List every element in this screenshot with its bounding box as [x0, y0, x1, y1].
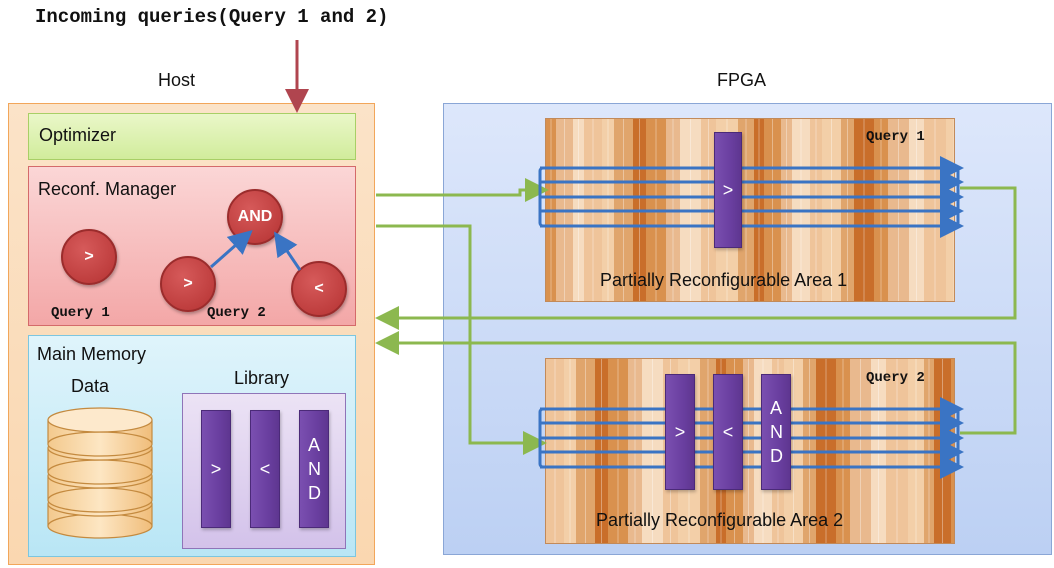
- optimizer-box: Optimizer: [28, 113, 356, 160]
- query2-gt-node: >: [160, 256, 216, 312]
- tree-edge-gt-to-and: [210, 230, 253, 269]
- tree-edge-lt-to-and: [273, 231, 302, 271]
- library-box: > < AND: [182, 393, 346, 549]
- area2-to-host-arrow: [375, 331, 1017, 435]
- query2-label: Query 2: [207, 305, 266, 321]
- query2-lt-node: <: [291, 261, 347, 317]
- library-op-lt: <: [250, 410, 280, 528]
- library-op-and: AND: [299, 410, 329, 528]
- library-label: Library: [234, 368, 290, 388]
- host-label: Host: [158, 70, 196, 90]
- optimizer-label: Optimizer: [39, 125, 117, 145]
- main-memory-label: Main Memory: [37, 344, 147, 364]
- area2-label: Partially Reconfigurable Area 2: [596, 510, 844, 530]
- area2-data-streams: [538, 397, 964, 479]
- area2-op-and: AND: [761, 374, 791, 490]
- query1-gt-node: >: [61, 229, 117, 285]
- area2-op-and-text: AND: [770, 398, 783, 466]
- fpga-label: FPGA: [717, 70, 767, 90]
- area2-op-lt: <: [713, 374, 743, 490]
- incoming-queries-title: Incoming queries(Query 1 and 2): [35, 6, 389, 28]
- area2-op-gt: >: [665, 374, 695, 490]
- reconf-manager-label: Reconf. Manager: [38, 179, 177, 199]
- library-op-and-text: AND: [308, 435, 321, 503]
- area1-data-streams: [538, 156, 964, 238]
- reconf-manager-box: Reconf. Manager > AND > < Query 1 Query …: [28, 166, 356, 326]
- area1-label: Partially Reconfigurable Area 1: [600, 270, 848, 290]
- area1-query-label: Query 1: [866, 129, 925, 145]
- data-label: Data: [71, 376, 110, 396]
- query1-label: Query 1: [51, 305, 110, 321]
- host-to-area1-arrow: [376, 178, 549, 202]
- database-icon: [47, 407, 153, 539]
- library-op-gt: >: [201, 410, 231, 528]
- area1-to-host-arrow: [375, 186, 1017, 330]
- area1-op-gt: >: [714, 132, 742, 248]
- host-to-area2-arrow: [376, 224, 547, 455]
- area2-query-label: Query 2: [866, 370, 925, 386]
